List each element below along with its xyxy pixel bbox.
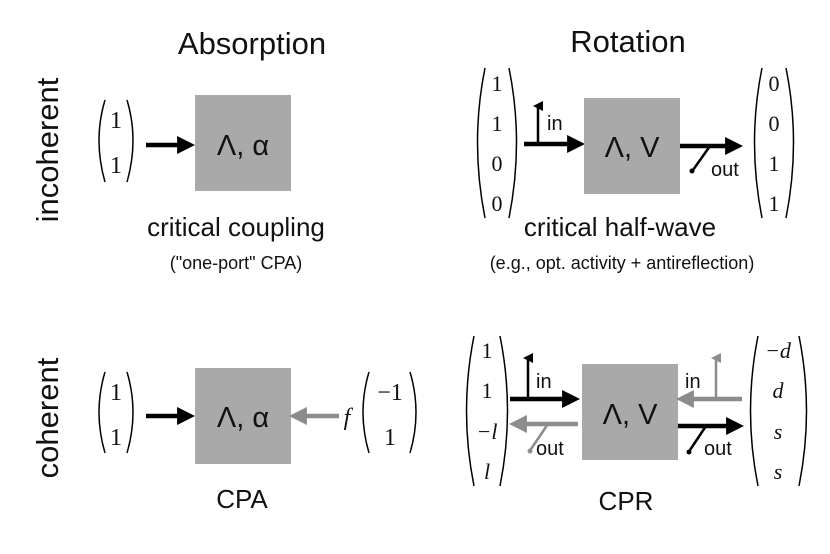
right-vector-bracket-left — [362, 371, 370, 454]
input-vector-bracket-right — [508, 67, 518, 219]
vector-entry: 1 — [492, 111, 503, 136]
row-label-coherent: coherent — [30, 357, 65, 478]
left-in-label: in — [536, 371, 552, 393]
left-vector-bracket-right — [126, 371, 134, 454]
row-label-incoherent: incoherent — [30, 77, 65, 222]
caption-critical-half-wave: critical half-wave — [524, 212, 716, 242]
right-vector-bracket-left — [749, 335, 759, 487]
absorber-box-label: Λ, α — [217, 130, 269, 162]
vector-entry: 0 — [769, 111, 780, 136]
right-in-label: in — [685, 371, 701, 393]
incoherent-absorption-cell: 1 1 Λ, α critical coupling ("one-port" C… — [98, 95, 325, 273]
input-vector-bracket-left — [476, 67, 486, 219]
vector-entry: 0 — [492, 191, 503, 216]
polarization-dot — [689, 168, 695, 174]
caption-cpr: CPR — [599, 486, 654, 516]
vector-entry: 1 — [492, 71, 503, 96]
incoherent-rotation-cell: 1 1 0 0 in Λ, V out 0 0 1 1 critical hal… — [476, 67, 795, 273]
rotator-box — [582, 364, 678, 460]
left-polarization-diagonal-mark — [529, 423, 550, 450]
column-header-absorption: Absorption — [178, 26, 326, 61]
vector-entry: 1 — [110, 425, 122, 451]
vector-entry: d — [773, 378, 785, 403]
caption-critical-coupling: critical coupling — [147, 212, 325, 242]
out-label: out — [711, 159, 739, 181]
vector-entry: 1 — [384, 425, 396, 451]
vector-entry: s — [774, 419, 783, 444]
right-out-label: out — [704, 438, 732, 460]
coherent-absorption-cell: 1 1 Λ, α f −1 1 CPA — [98, 368, 417, 514]
left-vector-bracket-left — [98, 371, 106, 454]
rotator-box-label: Λ, V — [605, 132, 660, 164]
absorber-box-label: Λ, α — [217, 402, 269, 434]
vector-entry: 1 — [769, 151, 780, 176]
vector-entry: −d — [765, 338, 792, 363]
vector-entry: s — [774, 459, 783, 484]
output-vector-bracket-left — [753, 67, 763, 219]
vector-bracket-left — [98, 99, 106, 183]
column-header-rotation: Rotation — [570, 24, 685, 59]
vector-entry: 1 — [482, 378, 493, 403]
caption-cpa: CPA — [216, 484, 268, 514]
left-out-label: out — [536, 438, 564, 460]
vector-entry: −l — [477, 419, 498, 444]
subcaption-one-port-cpa: ("one-port" CPA) — [170, 253, 303, 273]
vector-entry: 0 — [769, 71, 780, 96]
in-label: in — [547, 113, 563, 135]
vector-entry: 1 — [110, 153, 122, 179]
absorber-box — [195, 368, 291, 464]
left-vector-bracket-left — [465, 335, 475, 487]
output-vector-bracket-right — [785, 67, 795, 219]
right-vector-bracket-right — [798, 335, 808, 487]
vector-entry: l — [484, 459, 490, 484]
vector-bracket-right — [126, 99, 134, 183]
vector-entry: −1 — [377, 380, 403, 406]
coherent-rotation-cell: 1 1 −l l in out Λ, V in out −d d s s CPR — [465, 335, 808, 516]
rotator-box — [584, 98, 680, 194]
vector-entry: 1 — [482, 338, 493, 363]
factor-f: f — [344, 405, 354, 431]
right-polarization-dot — [686, 449, 692, 455]
rotator-box-label: Λ, V — [603, 399, 658, 431]
vector-entry: 0 — [492, 151, 503, 176]
vector-entry: 1 — [110, 380, 122, 406]
left-polarization-dot — [527, 448, 533, 454]
left-vector-bracket-right — [499, 335, 509, 487]
vector-entry: 1 — [110, 108, 122, 134]
right-polarization-diagonal-mark — [688, 425, 708, 451]
polarization-diagonal-mark — [691, 145, 712, 171]
right-vector-bracket-right — [409, 371, 417, 454]
vector-entry: 1 — [769, 191, 780, 216]
subcaption-optical-activity: (e.g., opt. activity + antireflection) — [490, 253, 755, 273]
absorber-box — [195, 95, 291, 191]
